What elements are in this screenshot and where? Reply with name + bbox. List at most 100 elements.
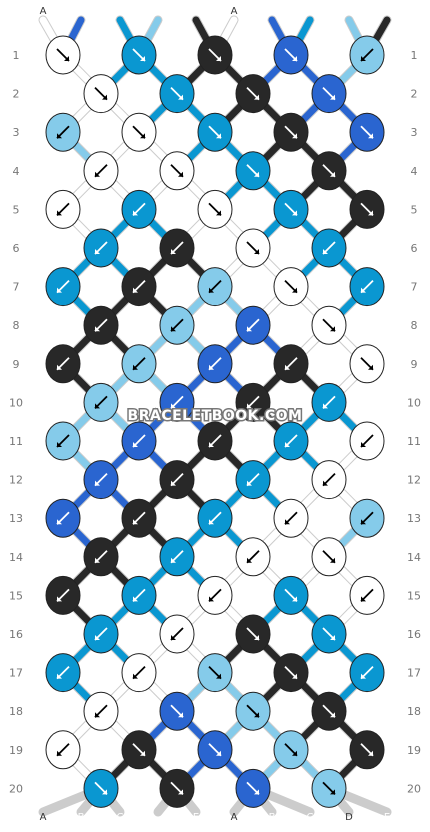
knot bbox=[45, 575, 81, 615]
knot bbox=[235, 382, 271, 422]
knot bbox=[45, 730, 81, 770]
knot bbox=[159, 74, 195, 114]
arrow-head-icon bbox=[95, 635, 100, 640]
knot bbox=[83, 768, 119, 808]
knot bbox=[45, 267, 81, 307]
row-number-left: 16 bbox=[9, 628, 23, 641]
arrow-head-icon bbox=[102, 94, 107, 100]
row-number-right: 17 bbox=[407, 667, 421, 680]
knot bbox=[235, 228, 271, 268]
row-number-left: 17 bbox=[9, 667, 23, 680]
arrow-head-icon bbox=[292, 750, 297, 756]
row-number-left: 9 bbox=[13, 358, 20, 371]
arrow-head-icon bbox=[133, 596, 138, 602]
arrow-head-icon bbox=[57, 750, 62, 756]
arrow-head-icon bbox=[178, 171, 183, 177]
knot bbox=[121, 498, 157, 538]
knot bbox=[197, 267, 233, 307]
arrow-head-icon bbox=[57, 133, 62, 139]
arrow-head-icon bbox=[361, 596, 366, 602]
knot bbox=[349, 189, 385, 229]
knot bbox=[197, 730, 233, 770]
knot bbox=[159, 382, 195, 422]
row-number-right: 1 bbox=[411, 49, 418, 62]
string-label-bottom: B bbox=[78, 812, 85, 823]
knot bbox=[159, 537, 195, 577]
row-number-right: 3 bbox=[411, 126, 418, 139]
knot bbox=[349, 730, 385, 770]
knot bbox=[311, 382, 347, 422]
knot bbox=[311, 228, 347, 268]
row-number-right: 5 bbox=[411, 203, 418, 216]
arrow-head-icon bbox=[292, 133, 297, 139]
knot bbox=[121, 575, 157, 615]
arrow-head-icon bbox=[330, 635, 335, 640]
knot bbox=[311, 691, 347, 731]
knot bbox=[235, 537, 271, 577]
arrow-head-icon bbox=[178, 712, 183, 718]
knot bbox=[235, 460, 271, 500]
row-number-left: 11 bbox=[9, 435, 23, 448]
knot bbox=[197, 421, 233, 461]
knot bbox=[121, 189, 157, 229]
arrow-head-icon bbox=[216, 133, 221, 139]
knot bbox=[83, 460, 119, 500]
arrow-head-icon bbox=[95, 249, 100, 254]
arrow-head-icon bbox=[323, 403, 328, 409]
row-number-left: 14 bbox=[9, 551, 23, 564]
knot bbox=[121, 653, 157, 693]
knot bbox=[273, 112, 309, 152]
row-number-left: 4 bbox=[13, 165, 20, 178]
arrow-head-icon bbox=[330, 171, 335, 177]
knot bbox=[197, 112, 233, 152]
arrow-head-icon bbox=[133, 442, 138, 447]
arrow-head-icon bbox=[330, 789, 335, 795]
arrow-head-icon bbox=[171, 557, 176, 563]
string-label-top: D bbox=[154, 6, 162, 17]
knot bbox=[349, 267, 385, 307]
arrow-head-icon bbox=[171, 480, 176, 486]
arrow-head-icon bbox=[133, 364, 138, 370]
string-label-top: C bbox=[117, 6, 124, 17]
arrow-head-icon bbox=[216, 210, 221, 216]
knot bbox=[273, 730, 309, 770]
row-number-right: 6 bbox=[411, 242, 418, 255]
knot bbox=[273, 498, 309, 538]
arrow-head-icon bbox=[133, 287, 138, 293]
knot bbox=[273, 575, 309, 615]
row-number-left: 10 bbox=[9, 396, 23, 409]
arrow-head-icon bbox=[209, 519, 214, 525]
knot bbox=[83, 151, 119, 191]
string-label-bottom: C bbox=[117, 812, 124, 823]
row-number-left: 3 bbox=[13, 126, 20, 139]
row-number-right: 12 bbox=[407, 474, 421, 487]
arrow-head-icon bbox=[330, 326, 335, 332]
knot bbox=[349, 653, 385, 693]
arrow-head-icon bbox=[140, 750, 145, 756]
knot bbox=[349, 421, 385, 461]
arrow-head-icon bbox=[368, 133, 373, 139]
knot bbox=[159, 151, 195, 191]
knot bbox=[235, 305, 271, 345]
knot bbox=[121, 421, 157, 461]
knot bbox=[83, 614, 119, 654]
knot bbox=[45, 112, 81, 152]
knot bbox=[311, 768, 347, 808]
knot bbox=[311, 74, 347, 114]
knot bbox=[349, 498, 385, 538]
knot bbox=[235, 691, 271, 731]
arrow-head-icon bbox=[323, 480, 328, 486]
arrow-head-icon bbox=[209, 596, 214, 602]
string-label-bottom: C bbox=[307, 812, 314, 823]
arrow-head-icon bbox=[216, 750, 221, 756]
knot bbox=[45, 421, 81, 461]
knot bbox=[349, 112, 385, 152]
knot bbox=[197, 653, 233, 693]
string-label-top: B bbox=[78, 6, 85, 17]
knot bbox=[273, 344, 309, 384]
arrow-head-icon bbox=[216, 56, 221, 61]
knot bbox=[273, 653, 309, 693]
string-label-bottom: A bbox=[231, 812, 238, 823]
row-number-right: 9 bbox=[411, 358, 418, 371]
